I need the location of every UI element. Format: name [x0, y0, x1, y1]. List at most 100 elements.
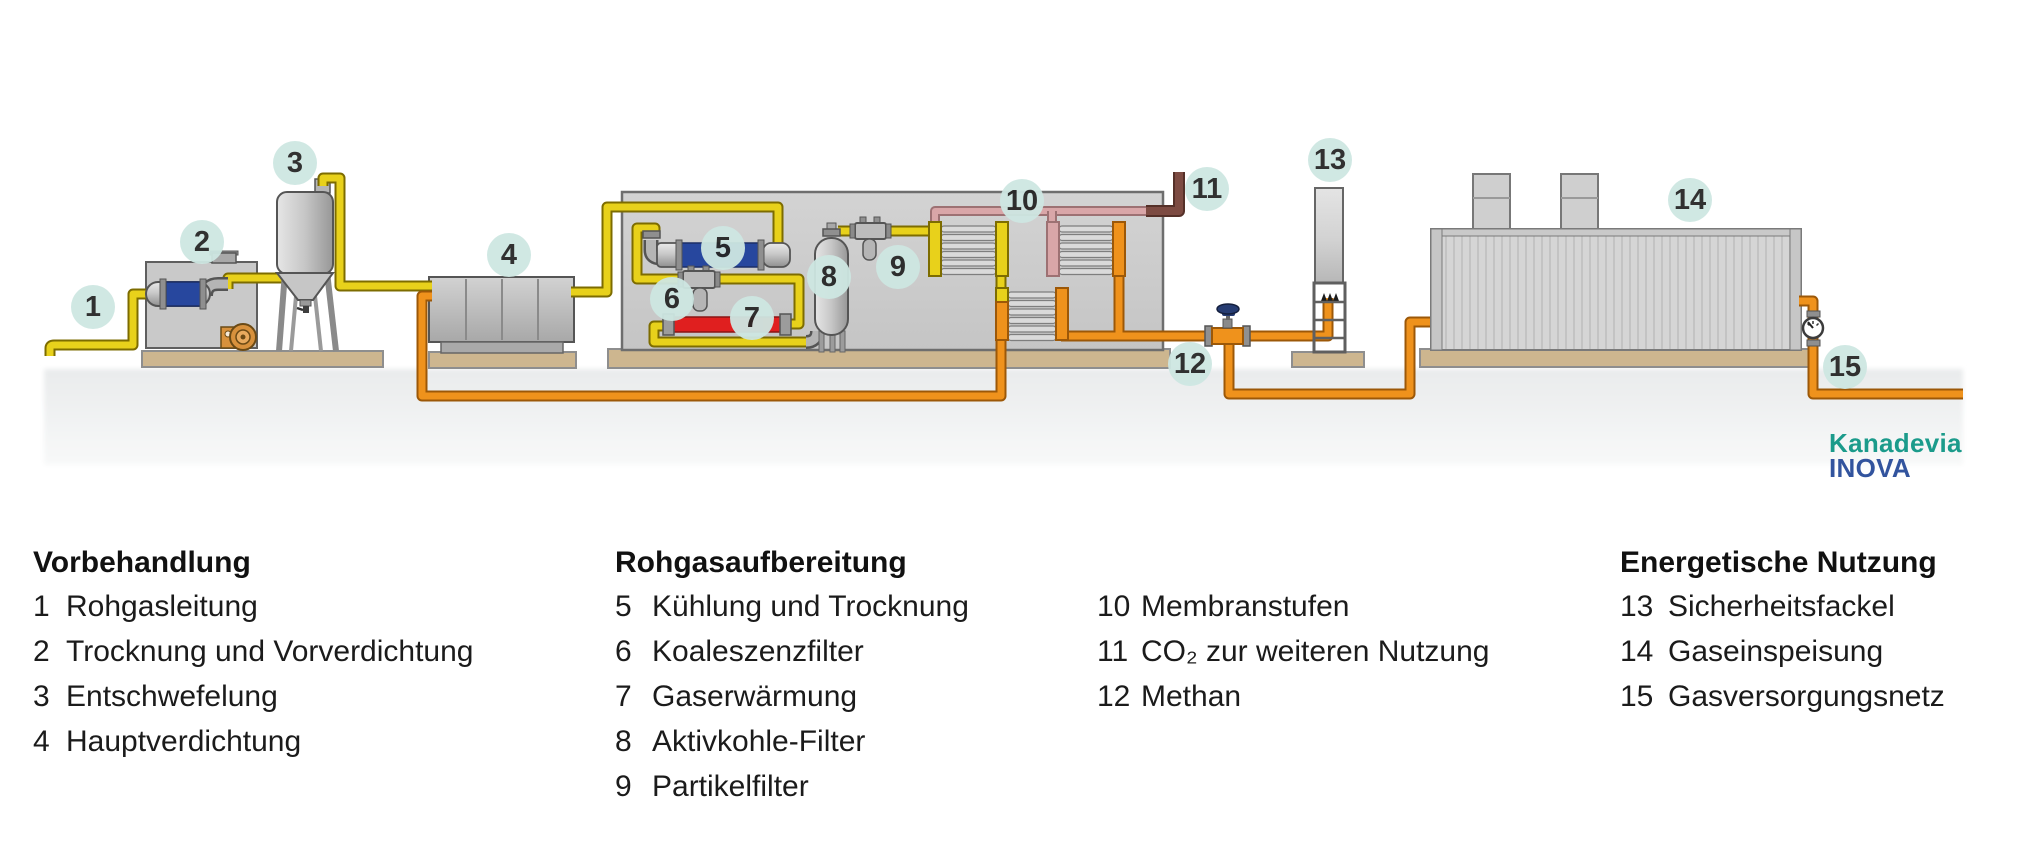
legend-item-label: Hauptverdichtung	[66, 725, 302, 758]
legend-item-number: 14	[1620, 635, 1654, 668]
badge-8: 8	[807, 255, 851, 299]
badge-3: 3	[273, 141, 317, 185]
legend-item-label: Kühlung und Trocknung	[652, 590, 969, 623]
legend-item-number: 4	[33, 725, 50, 758]
badge-4: 4	[487, 233, 531, 277]
legend-item-label: Sicherheitsfackel	[1668, 590, 1895, 623]
badge-7: 7	[730, 296, 774, 340]
legend-item-label: Membranstufen	[1141, 590, 1350, 623]
badge-12: 12	[1168, 342, 1212, 386]
foundation-slab	[1419, 348, 1813, 368]
badge-9: 9	[876, 245, 920, 289]
membrane-stage-bank-b	[1046, 221, 1126, 277]
legend-item-number: 2	[33, 635, 50, 668]
badge-11: 11	[1185, 167, 1229, 211]
legend-item-label: Koaleszenzfilter	[652, 635, 864, 668]
legend-item: 6 Koaleszenzfilter	[615, 629, 969, 674]
legend-item-number: 6	[615, 635, 632, 668]
legend-item-number: 15	[1620, 680, 1654, 713]
membrane-stage-bank-c	[995, 287, 1069, 342]
legend-item-number: 8	[615, 725, 632, 758]
legend-item: 11 CO₂ zur weiteren Nutzung	[1097, 629, 1489, 674]
legend-item-label: Gaseinspeisung	[1668, 635, 1884, 668]
legend-col-rohgasaufbereitung: Rohgasaufbereitung 5 Kühlung und Trocknu…	[615, 541, 969, 809]
legend-item-number: 9	[615, 770, 632, 803]
badge-14: 14	[1668, 178, 1712, 222]
legend-heading	[1097, 541, 1489, 584]
legend-item-label: Methan	[1141, 680, 1242, 713]
legend-item: 10 Membranstufen	[1097, 584, 1489, 629]
gas-meter	[1801, 310, 1825, 347]
foundation-slab	[141, 350, 384, 368]
silo-to-compressor-pipe	[317, 172, 432, 292]
legend-item-number: 1	[33, 590, 50, 623]
company-logo: Kanadevia INOVA	[1829, 428, 1962, 483]
foundation-slab	[1291, 351, 1365, 368]
legend-heading: Energetische Nutzung	[1620, 546, 1937, 579]
membrane-stage-bank-a	[928, 221, 1009, 277]
legend-item-number: 11	[1097, 635, 1129, 668]
legend-item-label: Gaserwärmung	[652, 680, 858, 713]
foundation-slab	[607, 348, 1171, 369]
inlet-heat-exchanger	[145, 277, 228, 310]
foundation-slab	[428, 351, 577, 369]
gas-feed-in-building	[1430, 173, 1802, 351]
badge-6: 6	[650, 277, 694, 321]
legend-item: 9 Partikelfilter	[615, 764, 969, 809]
legend-item: 13 Sicherheitsfackel	[1620, 584, 1945, 629]
badge-5: 5	[701, 226, 745, 270]
safety-flare	[1312, 187, 1347, 354]
methane-control-valve	[1204, 303, 1251, 347]
legend-item: 1 Rohgasleitung	[33, 584, 473, 629]
legend-item: 4 Hauptverdichtung	[33, 719, 473, 764]
logo-line-kanadevia: Kanadevia	[1829, 428, 1962, 458]
legend-item-label: Entschwefelung	[66, 680, 278, 713]
badge-1: 1	[71, 285, 115, 329]
recycle-pipe	[416, 290, 1007, 402]
flare-burner-icon	[1321, 293, 1339, 301]
legend-col-energetische-nutzung: Energetische Nutzung 13 Sicherheitsfacke…	[1620, 541, 1945, 719]
main-compressor	[428, 276, 575, 354]
legend-col-vorbehandlung: Vorbehandlung 1 Rohgasleitung 2 Trocknun…	[33, 541, 473, 764]
legend-item-label: Rohgasleitung	[66, 590, 258, 623]
legend-item-label: Aktivkohle-Filter	[652, 725, 866, 758]
legend-item: 15 Gasversorgungsnetz	[1620, 674, 1945, 719]
legend-item-number: 5	[615, 590, 632, 623]
legend-item: 2 Trocknung und Vorverdichtung	[33, 629, 473, 674]
legend-item-label: Partikelfilter	[652, 770, 809, 803]
badge-10: 10	[1000, 179, 1044, 223]
badge-15: 15	[1823, 345, 1867, 389]
pre-compressor-pump	[220, 323, 257, 351]
methane-to-feed-in-pipe	[1223, 316, 1435, 400]
particle-filter	[849, 216, 892, 261]
badge-13: 13	[1308, 138, 1352, 182]
logo-line-inova: INOVA	[1829, 453, 1911, 483]
grid-export-pipe	[1799, 295, 1963, 400]
legend-item-number: 3	[33, 680, 50, 713]
legend-item: 3 Entschwefelung	[33, 674, 473, 719]
coalescence-filter	[677, 265, 721, 312]
process-diagram	[44, 172, 1963, 465]
co2-pipe	[1146, 172, 1185, 217]
legend-item: 12 Methan	[1097, 674, 1489, 719]
legend-item-number: 7	[615, 680, 632, 713]
legend-item: 8 Aktivkohle-Filter	[615, 719, 969, 764]
legend-item-label: Gasversorgungsnetz	[1668, 680, 1945, 713]
flare-branch-pipe	[1248, 298, 1334, 342]
legend-item: 5 Kühlung und Trocknung	[615, 584, 969, 629]
desulfurization-silo	[274, 178, 339, 352]
legend-item-number: 10	[1097, 590, 1131, 623]
legend-item-label: CO₂ zur weiteren Nutzung	[1141, 635, 1490, 668]
valve-actuator	[1216, 303, 1240, 315]
foundation-slabs	[141, 348, 1813, 369]
legend-item-number: 12	[1097, 680, 1131, 713]
legend-item: 7 Gaserwärmung	[615, 674, 969, 719]
cooler-blue-shell	[165, 281, 203, 307]
legend-heading: Vorbehandlung	[33, 546, 251, 579]
badge-2: 2	[180, 220, 224, 264]
legend-item-number: 13	[1620, 590, 1654, 623]
silo-outlet-valve	[303, 306, 309, 313]
compressor-to-cooler-pipe	[571, 201, 784, 298]
methane-product-pipe	[1061, 272, 1207, 342]
